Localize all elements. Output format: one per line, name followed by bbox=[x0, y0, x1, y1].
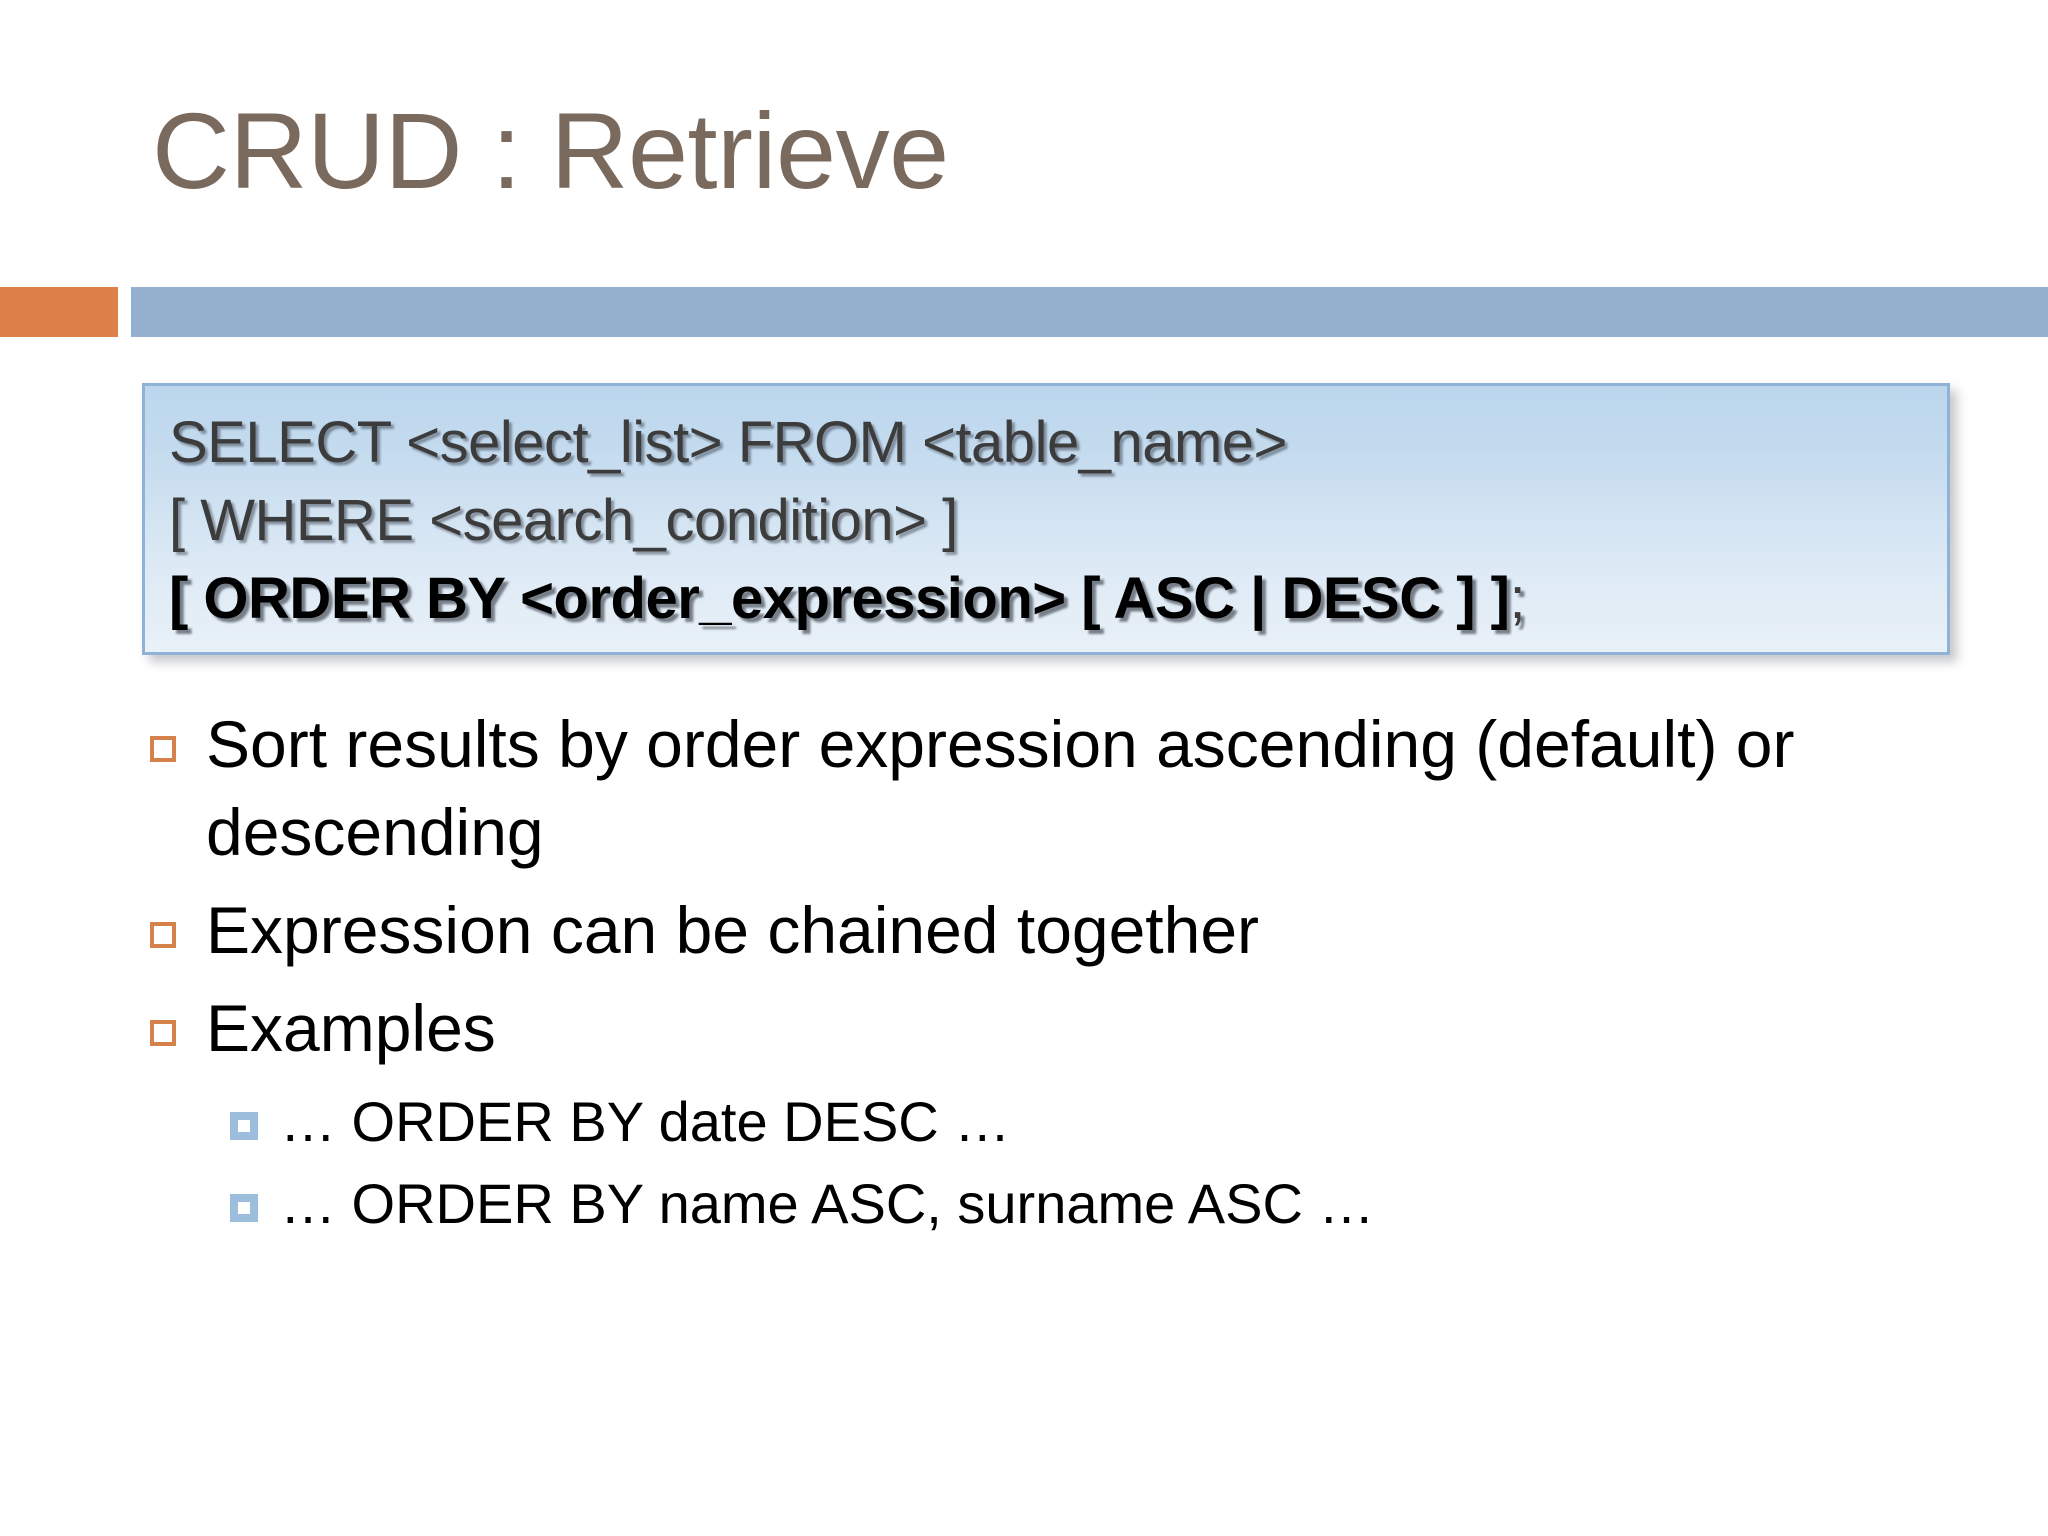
code-line-where: [ WHERE <search_condition> ] bbox=[169, 488, 958, 553]
square-sub-bullet-icon bbox=[230, 1194, 258, 1222]
square-bullet-icon bbox=[150, 922, 176, 948]
bullet-list: Sort results by order expression ascendi… bbox=[150, 700, 1970, 1246]
sub-list-item: … ORDER BY date DESC … bbox=[150, 1082, 1970, 1162]
square-bullet-icon bbox=[150, 1020, 176, 1046]
code-line-order-by: [ ORDER BY <order_expression> [ ASC | DE… bbox=[169, 560, 1947, 638]
list-item-label: Expression can be chained together bbox=[206, 893, 1260, 967]
sub-list-item-label: … ORDER BY name ASC, surname ASC … bbox=[280, 1172, 1375, 1235]
square-sub-bullet-icon bbox=[230, 1112, 258, 1140]
sub-list-item-label: … ORDER BY date DESC … bbox=[280, 1090, 1011, 1153]
code-line-select: SELECT <select_list> FROM <table_name> bbox=[169, 410, 1287, 475]
accent-bar-orange bbox=[0, 287, 118, 337]
list-item-label: Sort results by order expression ascendi… bbox=[206, 707, 1795, 869]
list-item: Examples bbox=[150, 984, 1970, 1072]
code-line-semicolon: ; bbox=[1509, 566, 1526, 631]
code-line-order-by-text: [ ORDER BY <order_expression> [ ASC | DE… bbox=[169, 566, 1510, 631]
list-item: Sort results by order expression ascendi… bbox=[150, 700, 1970, 876]
page-title: CRUD : Retrieve bbox=[152, 90, 949, 211]
list-item: Expression can be chained together bbox=[150, 886, 1970, 974]
sql-syntax-box: SELECT <select_list> FROM <table_name> [… bbox=[142, 383, 1950, 655]
sub-list-item: … ORDER BY name ASC, surname ASC … bbox=[150, 1164, 1970, 1244]
list-item-label: Examples bbox=[206, 991, 496, 1065]
accent-bar-blue bbox=[131, 287, 2048, 337]
square-bullet-icon bbox=[150, 736, 176, 762]
